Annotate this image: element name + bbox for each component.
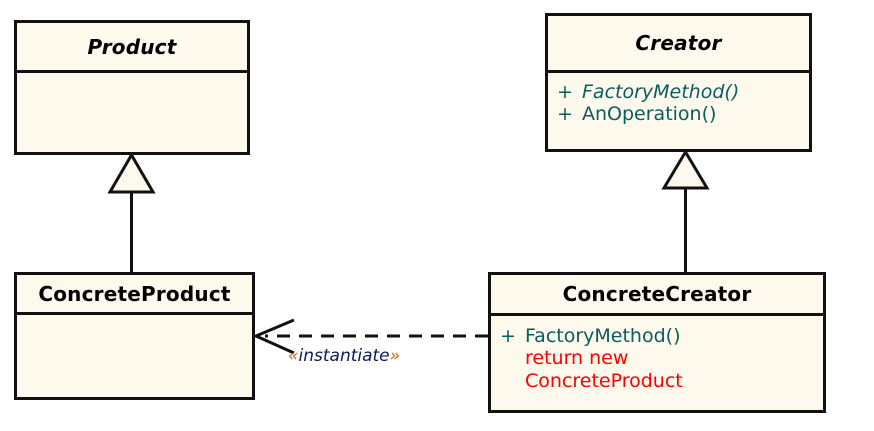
member-label: ConcreteProduct [525, 369, 683, 392]
member-row: + FactoryMethod() [491, 325, 823, 347]
member-row: + AnOperation() [548, 103, 809, 125]
guillemet-close-icon: » [389, 346, 401, 366]
class-box-product[interactable]: Product [14, 20, 250, 155]
stereotype-label-instantiate: «instantiate» [288, 346, 400, 366]
class-name-product: Product [87, 34, 177, 59]
class-name-creator: Creator [635, 31, 722, 55]
member-row: ConcreteProduct [491, 370, 823, 392]
member-visibility: + [557, 81, 573, 103]
member-row: + FactoryMethod() [548, 81, 809, 103]
generalization-triangle-icon [107, 152, 156, 194]
stereotype-text: instantiate [298, 346, 390, 366]
generalization-concrete-creator-to-creator [661, 149, 710, 272]
class-name-compartment-concrete-product: ConcreteProduct [17, 275, 252, 315]
generalization-concrete-product-to-product [107, 152, 156, 272]
class-members-creator: + FactoryMethod() + AnOperation() [548, 73, 809, 149]
generalization-triangle-icon [661, 149, 710, 190]
class-name-compartment-product: Product [17, 23, 247, 73]
class-box-concrete-product[interactable]: ConcreteProduct [14, 272, 255, 400]
member-label: AnOperation() [582, 103, 717, 126]
member-row: return new [491, 347, 823, 369]
class-members-concrete-creator: + FactoryMethod() return new ConcretePro… [491, 316, 823, 410]
class-name-compartment-creator: Creator [548, 16, 809, 73]
class-box-creator[interactable]: Creator + FactoryMethod() + AnOperation(… [545, 13, 812, 152]
class-members-product [17, 73, 247, 152]
class-name-compartment-concrete-creator: ConcreteCreator [491, 275, 823, 316]
class-members-concrete-product [17, 315, 252, 397]
class-name-concrete-creator: ConcreteCreator [562, 282, 752, 306]
class-box-concrete-creator[interactable]: ConcreteCreator + FactoryMethod() return… [488, 272, 826, 413]
guillemet-open-icon: « [288, 346, 299, 366]
member-visibility: + [500, 325, 516, 347]
member-label: return new [525, 347, 629, 370]
member-visibility: + [557, 103, 573, 126]
class-name-concrete-product: ConcreteProduct [38, 281, 231, 306]
member-label: FactoryMethod() [582, 81, 740, 103]
member-label: FactoryMethod() [525, 325, 681, 347]
